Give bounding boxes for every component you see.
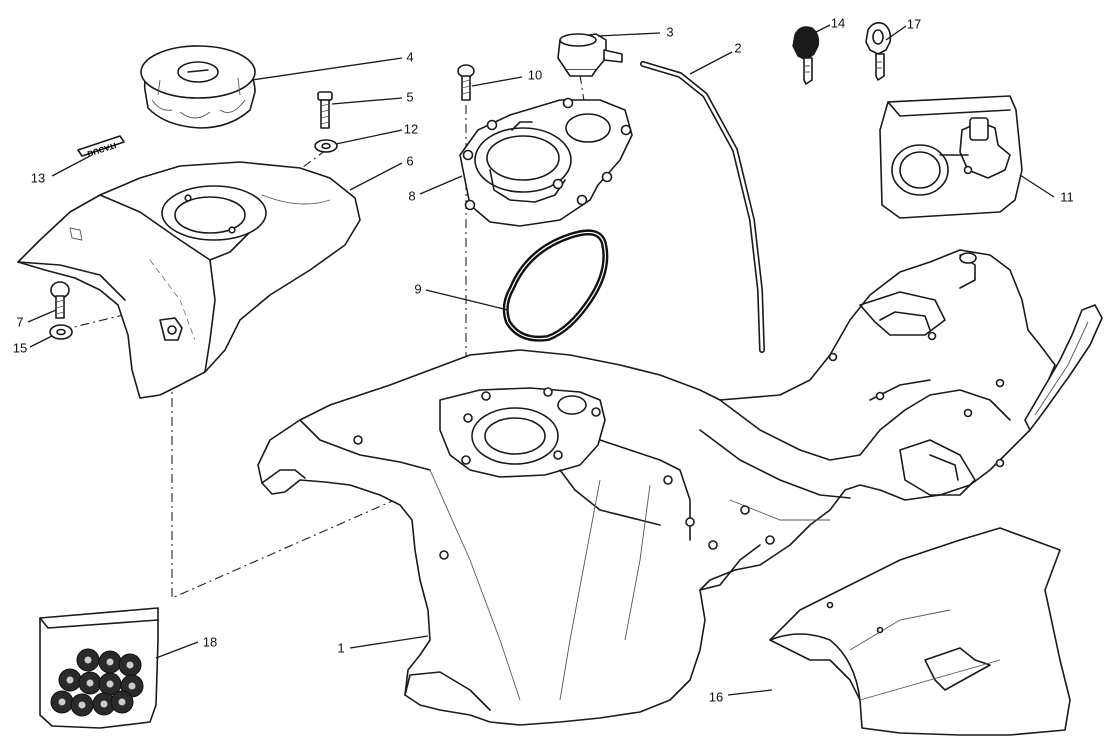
callout-7: 7 [16,314,24,330]
leader-11 [1019,174,1055,198]
leader-2 [689,51,733,75]
fuel-tank-body [257,249,1103,726]
callout-3: 3 [666,24,674,40]
leader-lines [27,24,1055,696]
screw-10 [457,64,475,101]
callout-8: 8 [408,188,416,204]
assembly-centerline [171,303,441,599]
hardware-pieces [50,648,144,717]
leader-8 [419,175,463,195]
leader-16 [727,689,773,696]
screw-5 [317,91,333,129]
callout-15: 15 [12,340,28,356]
callout-1: 1 [337,640,345,656]
hardware-pouch [39,607,159,729]
leader-5 [331,97,403,105]
filler-cap-kit [879,95,1023,219]
leader-9 [425,289,509,311]
callout-2: 2 [734,40,742,56]
leader-7 [27,309,57,323]
tank-cover [17,161,361,399]
leader-17 [885,25,907,41]
callout-13: 13 [30,170,46,186]
callout-17: 17 [906,16,922,32]
callout-16: 16 [708,689,724,705]
leader-6 [349,162,403,191]
callout-9: 9 [414,281,422,297]
callout-5: 5 [406,89,414,105]
key-white [865,22,892,81]
leader-1 [349,635,429,649]
callout-11: 11 [1060,189,1074,205]
leader-10 [471,76,523,87]
leader-13 [51,155,91,177]
filler-gasket-highlight [505,231,606,340]
filler-gasket [502,229,609,342]
callout-6: 6 [406,153,414,169]
callout-4: 4 [406,49,414,65]
callout-18: 18 [202,634,218,650]
leader-4 [251,57,403,81]
key-black [792,26,820,85]
breather-fitting [557,33,623,77]
callout-14: 14 [830,15,846,31]
callout-10: 10 [527,67,543,83]
ducati-decal: DUCATI [77,135,125,158]
breather-hose [640,61,765,353]
bolt-7 [50,281,70,319]
leader-12 [335,129,403,145]
leader-14 [811,24,831,35]
heat-shield [769,527,1071,736]
washer-12 [314,139,338,153]
filler-flange [459,97,633,227]
leader-3 [597,32,661,37]
leader-18 [155,641,199,659]
filler-cap [140,45,256,129]
leader-15 [29,335,53,348]
washer-15 [49,324,73,340]
callout-12: 12 [403,121,419,137]
breather-hose-inner [641,62,764,352]
